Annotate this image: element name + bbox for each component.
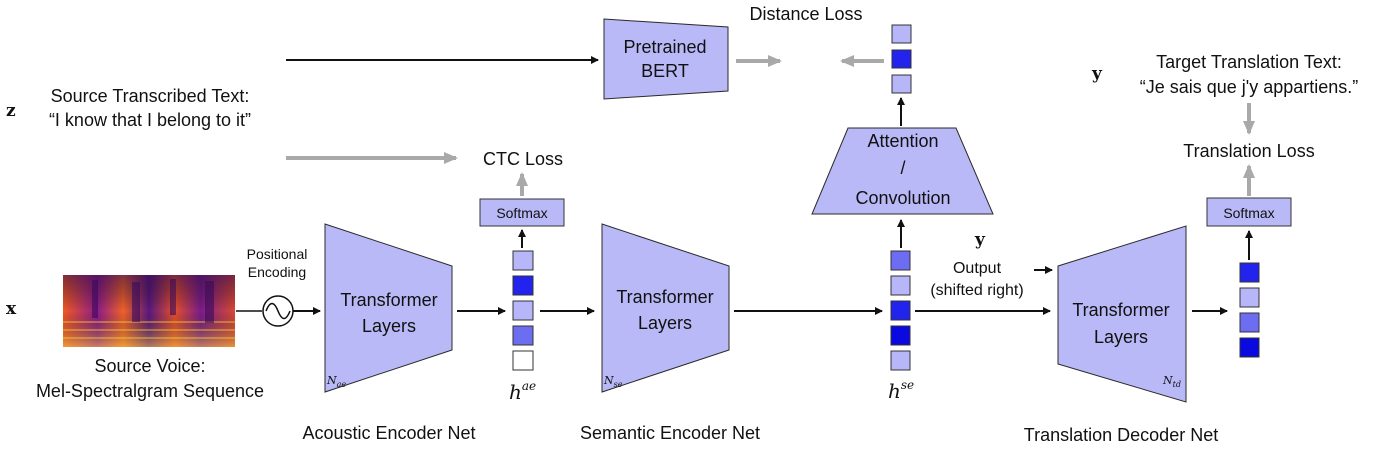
hae-label: hae — [509, 379, 536, 404]
positional-encoding-line1: Positional — [247, 246, 308, 262]
sine-wave-icon — [262, 295, 294, 327]
output-vector-cell — [1239, 287, 1260, 308]
hse-vector-cell — [890, 275, 911, 296]
decoder-transformer-block — [1057, 225, 1187, 403]
target-text-line1: Target Translation Text: — [1156, 52, 1342, 72]
positional-encoding-line2: Encoding — [248, 264, 306, 280]
ctc-softmax-label: Softmax — [496, 205, 547, 221]
bert-vector-cell — [891, 49, 912, 69]
source-voice-line1: Source Voice: — [94, 356, 205, 376]
hae-vector-cell — [512, 350, 534, 371]
pretrained-bert-label-line2: BERT — [641, 61, 689, 81]
semantic-encoder-net-label: Semantic Encoder Net — [580, 423, 760, 443]
translation-decoder-net-label: Translation Decoder Net — [1024, 425, 1218, 445]
attention-label: Attention — [867, 131, 938, 151]
output-vector-cell — [1239, 312, 1260, 333]
acoustic-transformer-label-line2: Layers — [362, 316, 416, 336]
translation-softmax-box — [1206, 197, 1292, 227]
distance-loss-label: Distance Loss — [749, 4, 862, 24]
y-symbol-output: y — [974, 230, 986, 250]
source-text-line2: “I know that I belong to it” — [49, 110, 251, 130]
translation-loss-label: Translation Loss — [1183, 141, 1314, 161]
acoustic-transformer-label-line1: Transformer — [340, 290, 437, 310]
mel-spectrogram-image — [63, 275, 235, 347]
output-label-line2: (shifted right) — [930, 282, 1023, 299]
source-text-line1: Source Transcribed Text: — [51, 86, 250, 106]
z-symbol: z — [6, 101, 16, 121]
bert-vector-cell — [891, 74, 912, 94]
hse-vector-cell — [890, 350, 911, 371]
slash-label: / — [900, 158, 905, 178]
output-vector-cell — [1239, 262, 1260, 283]
source-voice-line2: Mel-Spectralgram Sequence — [36, 381, 264, 401]
output-vector-cell — [1239, 337, 1260, 358]
acoustic-encoder-net-label: Acoustic Encoder Net — [302, 423, 475, 443]
output-label-line1: Output — [953, 260, 1002, 277]
hae-vector-cell — [512, 300, 534, 321]
target-text-line2: “Je sais que j'y appartiens.” — [1140, 77, 1359, 97]
hse-label: hse — [888, 378, 914, 403]
ctc-loss-label: CTC Loss — [483, 149, 563, 169]
n-se-label: Nse — [603, 374, 623, 389]
y-symbol-target: y — [1091, 64, 1103, 84]
pretrained-bert-label-line1: Pretrained — [623, 37, 706, 57]
bert-vector-cell — [891, 24, 912, 44]
hse-vector-cell — [890, 250, 911, 271]
convolution-label: Convolution — [855, 188, 950, 208]
acoustic-transformer-block — [324, 223, 453, 393]
hae-vector-cell — [512, 325, 534, 346]
hae-vector-cell — [512, 250, 534, 271]
translation-softmax-label: Softmax — [1223, 205, 1274, 221]
semantic-transformer-label-line2: Layers — [638, 313, 692, 333]
decoder-transformer-label-line2: Layers — [1094, 327, 1148, 347]
decoder-transformer-label-line1: Transformer — [1072, 300, 1169, 320]
hae-vector-cell — [512, 275, 534, 296]
x-symbol: x — [6, 299, 17, 319]
ctc-softmax-box — [479, 198, 565, 227]
semantic-transformer-label-line1: Transformer — [616, 287, 713, 307]
semantic-transformer-block — [601, 223, 730, 393]
n-ae-label: Nae — [326, 374, 346, 389]
attention-convolution-block — [811, 127, 994, 215]
pretrained-bert-block — [603, 18, 729, 100]
hse-vector-cell — [890, 300, 911, 321]
hse-vector-cell — [890, 325, 911, 346]
n-td-label: Ntd — [1162, 374, 1181, 389]
